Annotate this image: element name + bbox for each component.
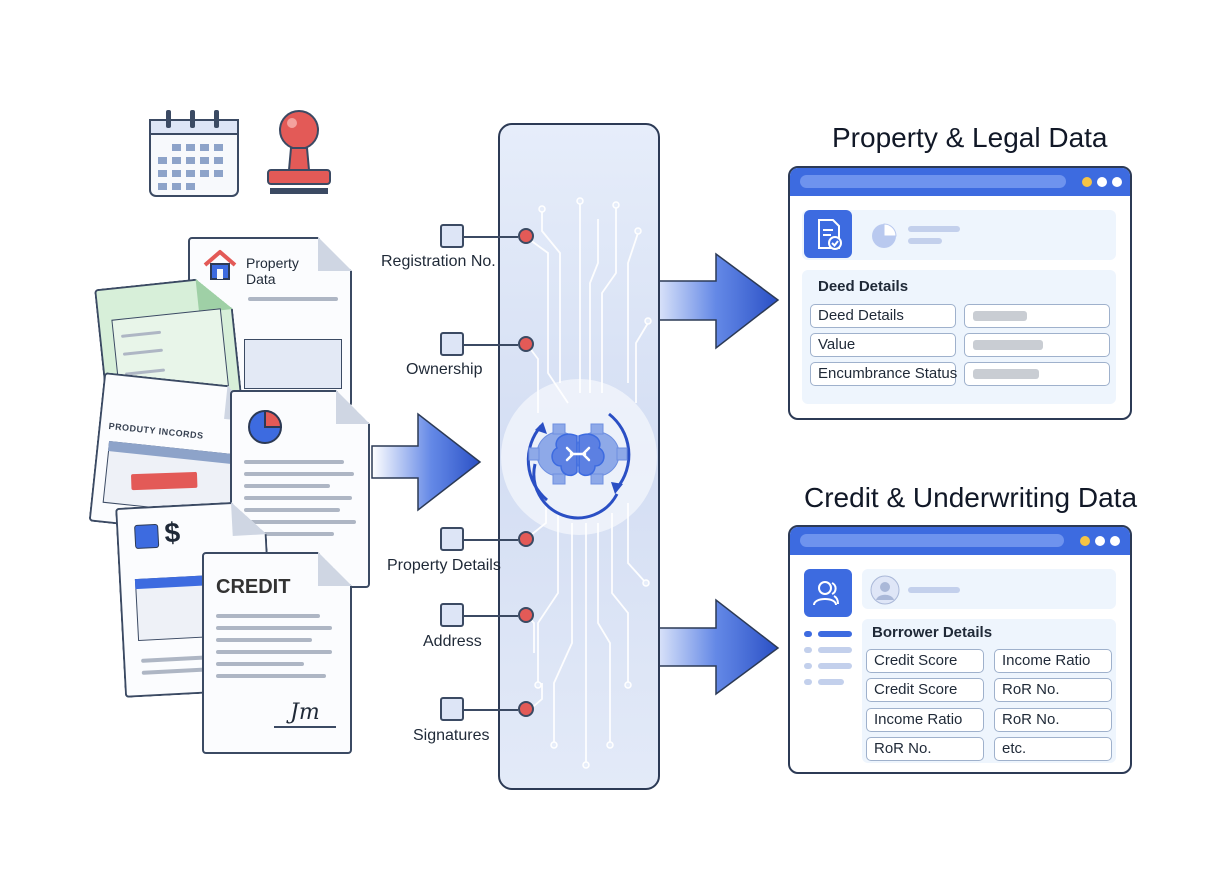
property-details-label: Property Details	[387, 557, 501, 574]
pie-chart-icon	[246, 408, 284, 451]
credit-title: CREDIT	[216, 576, 291, 598]
house-icon	[202, 249, 238, 286]
value-value	[964, 333, 1110, 357]
encumbrance-status-value	[964, 362, 1110, 386]
deed-details-value	[964, 304, 1110, 328]
property-panel-title: Property & Legal Data	[832, 122, 1108, 153]
input-arrow	[371, 412, 482, 512]
deed-details-section-title: Deed Details	[818, 278, 909, 295]
document-check-icon	[804, 210, 852, 258]
registration-label: Registration No.	[381, 253, 496, 270]
property-output-arrow	[639, 252, 780, 350]
credit-field-r4: etc.	[994, 737, 1112, 761]
credit-underwriting-panel: Borrower Details Credit Score Income Rat…	[788, 525, 1132, 774]
value-field: Value	[810, 333, 956, 357]
user-avatar-icon	[870, 575, 900, 610]
credit-field-r3: RoR No.	[994, 708, 1112, 732]
brain-gear-icon	[513, 392, 643, 527]
ownership-label: Ownership	[406, 361, 483, 378]
registration-marker	[440, 224, 464, 248]
credit-field-l4: RoR No.	[866, 737, 984, 761]
property-legal-panel: Deed Details Deed Details Value Encumbra…	[788, 166, 1132, 420]
credit-field-l1: Credit Score	[866, 649, 984, 673]
ownership-node	[518, 336, 534, 352]
stamp-icon	[264, 108, 334, 205]
credit-field-l3: Income Ratio	[866, 708, 984, 732]
calendar-icon	[148, 108, 242, 203]
credit-field-r1: Income Ratio	[994, 649, 1112, 673]
property-data-title: Property Data	[246, 255, 299, 287]
credit-panel-title: Credit & Underwriting Data	[804, 482, 1138, 513]
ownership-marker	[440, 332, 464, 356]
credit-field-r2: RoR No.	[994, 678, 1112, 702]
deed-details-field: Deed Details	[810, 304, 956, 328]
address-node	[518, 607, 534, 623]
property-details-node	[518, 531, 534, 547]
signature: Jm	[290, 700, 320, 725]
credit-field-l2: Credit Score	[866, 678, 984, 702]
registration-node	[518, 228, 534, 244]
signatures-label: Signatures	[413, 727, 490, 744]
encumbrance-status-field: Encumbrance Status	[810, 362, 957, 386]
address-label: Address	[423, 633, 482, 650]
address-marker	[440, 603, 464, 627]
users-icon	[804, 569, 852, 617]
pie-chart-icon	[870, 222, 898, 255]
signatures-marker	[440, 697, 464, 721]
borrower-details-section-title: Borrower Details	[872, 624, 993, 641]
property-details-marker	[440, 527, 464, 551]
signatures-node	[518, 701, 534, 717]
credit-output-arrow	[639, 598, 780, 696]
credit-document: CREDIT Jm	[202, 552, 352, 754]
